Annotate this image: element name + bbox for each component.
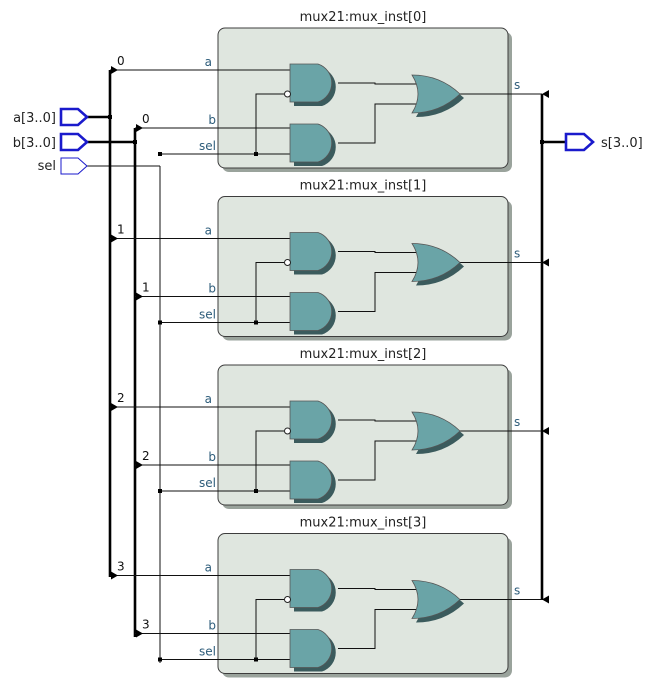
pin-label-sel: sel (199, 476, 216, 490)
b-index-label: 3 (142, 618, 150, 632)
and-top-to-or (338, 82, 420, 85)
and-gate-top (289, 63, 333, 103)
b-tap (136, 461, 143, 469)
pin-label-a: a (205, 392, 212, 406)
s-tap (542, 90, 549, 98)
and-top-to-or (338, 251, 420, 253)
and-bottom-to-or (338, 609, 420, 649)
a-index-label: 2 (117, 391, 125, 405)
pin-label-b: b (208, 113, 216, 127)
a-index-label: 3 (117, 560, 125, 574)
b-tap (136, 292, 143, 301)
input-port-b[interactable] (59, 132, 89, 152)
and-gate-bottom (289, 629, 333, 668)
inverter-bubble (284, 596, 291, 603)
pin-label-s: s (514, 247, 520, 261)
a-tap (111, 571, 118, 580)
instance-box[interactable] (217, 27, 509, 169)
a-tap (111, 66, 118, 74)
pin-label-sel: sel (199, 308, 216, 322)
input-port-sel[interactable] (60, 157, 88, 175)
inverter-bubble (284, 259, 291, 266)
instance-title: mux21:mux_inst[2] (300, 347, 427, 362)
and-bottom-to-or (338, 440, 420, 481)
pin-label-a: a (205, 55, 212, 69)
pin-label-sel: sel (199, 139, 216, 153)
sel-tap (158, 489, 162, 493)
sel-inverted-route (255, 262, 284, 323)
and-gate-bottom (289, 123, 333, 163)
instance-title: mux21:mux_inst[1] (300, 179, 427, 194)
pin-label-sel: sel (199, 645, 216, 659)
and-bottom-to-or (338, 272, 420, 312)
input-label-sel: sel (38, 159, 56, 174)
pin-label-a: a (205, 561, 212, 575)
b-index-label: 1 (142, 281, 150, 295)
output-label-s: s[3..0] (601, 136, 643, 151)
a-tap (111, 234, 118, 243)
instance-box[interactable] (217, 196, 509, 337)
instance-box[interactable] (217, 533, 509, 674)
sel-tap (158, 320, 162, 325)
sel-inverted-route (255, 430, 284, 491)
b-index-label: 0 (142, 112, 150, 126)
sel-tap (158, 657, 162, 662)
b-index-label: 2 (142, 449, 150, 463)
a-tap (111, 403, 118, 411)
s-bus-joint (540, 140, 544, 144)
pin-label-s: s (514, 78, 520, 92)
input-label-a: a[3..0] (13, 111, 56, 126)
inverter-bubble (284, 427, 291, 435)
input-port-a[interactable] (59, 107, 89, 127)
instance-title: mux21:mux_inst[3] (300, 516, 427, 531)
pin-label-b: b (208, 450, 216, 464)
s-tap (542, 258, 549, 267)
a-index-label: 0 (117, 54, 125, 68)
pin-label-b: b (208, 282, 216, 296)
and-gate-top (289, 232, 333, 271)
output-port-s[interactable] (564, 132, 595, 152)
b-tap (136, 629, 143, 638)
s-tap (542, 595, 549, 604)
b-tap (136, 124, 143, 132)
pin-label-a: a (205, 224, 212, 238)
and-gate-top (289, 569, 333, 608)
instance-title: mux21:mux_inst[0] (300, 10, 427, 25)
and-top-to-or (338, 588, 420, 590)
or-gate (411, 580, 461, 619)
sel-inverted-route (255, 93, 284, 154)
or-gate (411, 243, 461, 282)
s-tap (542, 427, 549, 435)
and-gate-top (289, 400, 333, 440)
and-gate-bottom (289, 460, 333, 500)
and-top-to-or (338, 419, 420, 422)
sel-tap (158, 152, 162, 156)
or-gate (411, 411, 461, 451)
pin-label-b: b (208, 619, 216, 633)
a-index-label: 1 (117, 223, 125, 237)
and-gate-bottom (289, 292, 333, 331)
sel-inverted-route (255, 599, 284, 660)
input-label-b: b[3..0] (13, 136, 56, 151)
instance-box[interactable] (217, 364, 509, 506)
inverter-bubble (284, 90, 291, 98)
pin-label-s: s (514, 584, 520, 598)
pin-label-s: s (514, 415, 520, 429)
and-bottom-to-or (338, 103, 420, 144)
or-gate (411, 74, 461, 114)
